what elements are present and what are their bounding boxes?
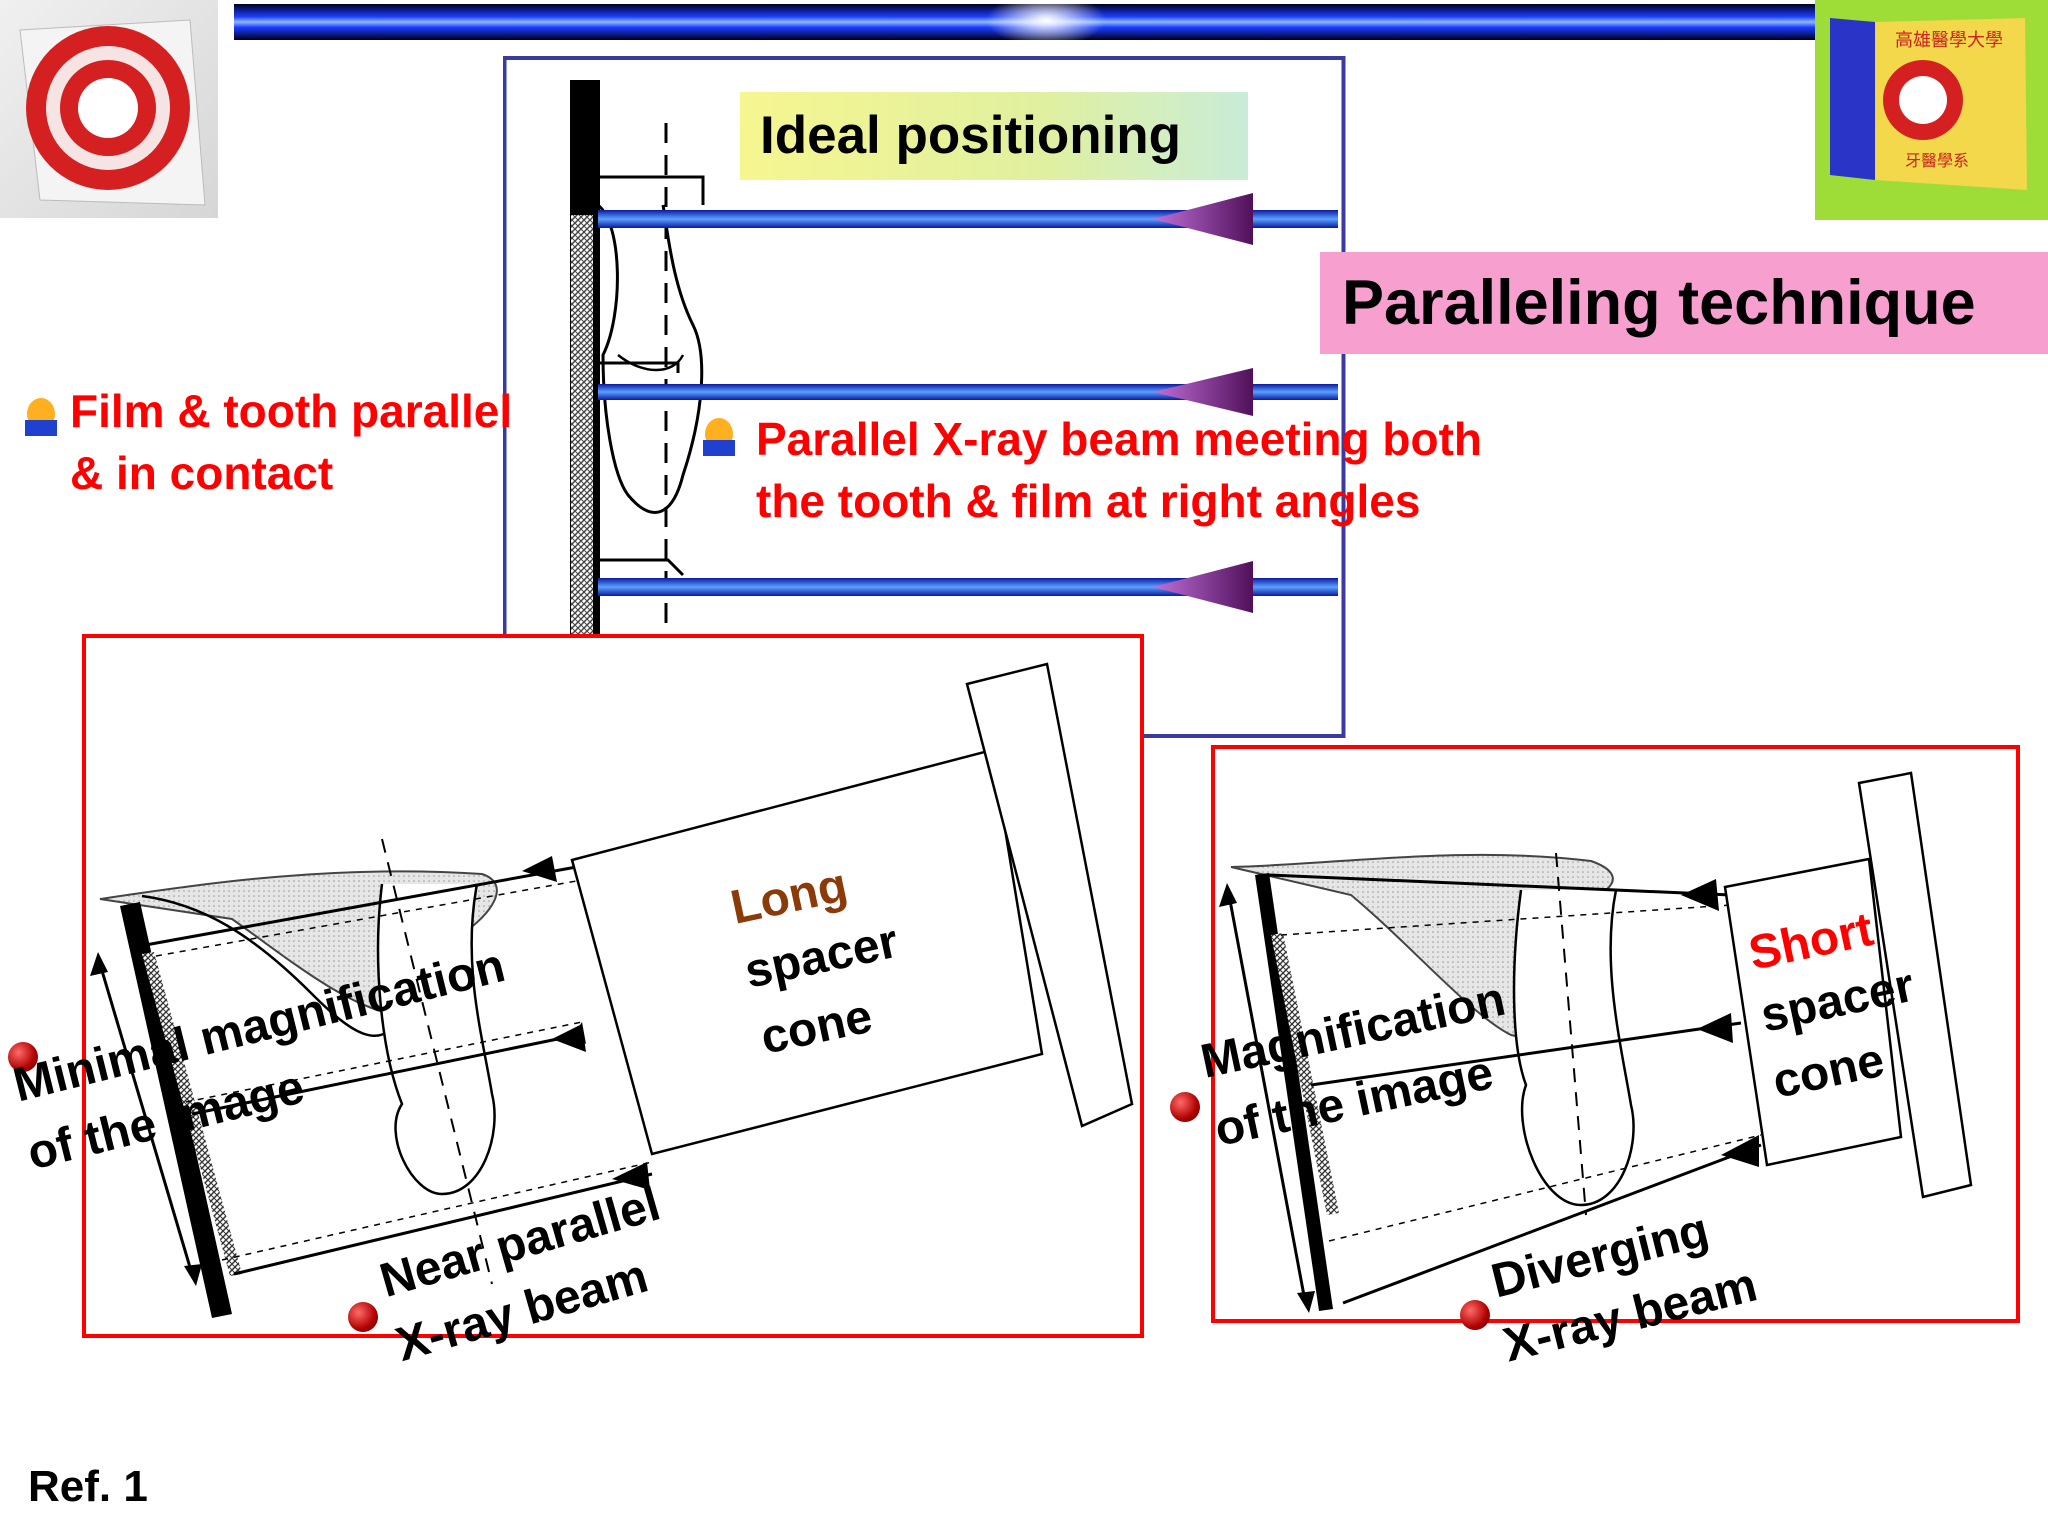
bracket-low [596, 558, 685, 577]
beam-line-mid [191, 1032, 583, 1116]
beam-line-top [139, 864, 583, 948]
short-cone-diagram [1211, 745, 2020, 1323]
beam-low [598, 578, 1338, 596]
flag-icon: 高雄醫學大學 牙醫學系 [1830, 18, 2027, 190]
flag-text-bottom: 牙醫學系 [1905, 151, 1969, 170]
bullet-left-line2: & in contact [70, 447, 334, 499]
bullet-icon-left [25, 398, 57, 436]
flag-text-top: 高雄醫學大學 [1895, 30, 2003, 51]
bullet-dot-right-beam [1460, 1300, 1490, 1330]
long-cone-diagram [82, 634, 1144, 1338]
tooth-axis-right [1555, 852, 1587, 1216]
beam-line-low-right [1342, 1143, 1762, 1305]
bullet-dot-right-magnification [1170, 1092, 1200, 1122]
cone-low [1153, 561, 1253, 613]
reference-note: Ref. 1 [28, 1462, 148, 1511]
bracket-mid [596, 361, 680, 373]
tooth-shape [376, 883, 496, 1196]
tooth-axis-left [381, 838, 493, 1285]
tooth-outline [596, 203, 704, 514]
ideal-positioning-label: Ideal positioning [740, 92, 1248, 180]
bone-curve [141, 894, 404, 1037]
film-left [120, 902, 232, 1318]
beam-line-top-right [1268, 873, 1732, 897]
right-logo: 高雄醫學大學 牙醫學系 [1815, 0, 2048, 220]
bullet-center-line2: the tooth & film at right angles [756, 475, 1421, 527]
cone-mid [1153, 368, 1253, 416]
tooth-root [617, 354, 685, 372]
film-emulsion-right [1271, 933, 1339, 1215]
beam-line-low [233, 1172, 653, 1276]
long-spacer-cone [570, 748, 1044, 1156]
film-emulsion [571, 215, 593, 635]
film-right [1255, 873, 1333, 1311]
bullet-dot-left-magnification [8, 1042, 38, 1072]
film-size-arrow [98, 963, 194, 1275]
left-logo [0, 0, 218, 218]
bracket-top [596, 175, 705, 205]
header-bar [234, 0, 1815, 44]
beam-line-mid-right [1310, 1021, 1742, 1087]
beam-top [598, 210, 1338, 228]
bullet-dot-left-beam [348, 1302, 378, 1332]
film-size-arrow-right [1227, 894, 1307, 1302]
tube-head-left [965, 662, 1134, 1128]
bullet-icon-center [703, 418, 735, 456]
beam-mid [598, 384, 1338, 400]
tube-head-right [1857, 771, 1973, 1199]
bullet-center-line1: Parallel X-ray beam meeting both [756, 413, 1483, 465]
page-title: Paralleling technique [1320, 252, 2048, 354]
bullet-left-line1: Film & tooth parallel [70, 385, 513, 437]
seal-icon [19, 19, 206, 206]
short-spacer-cone [1723, 857, 1903, 1167]
